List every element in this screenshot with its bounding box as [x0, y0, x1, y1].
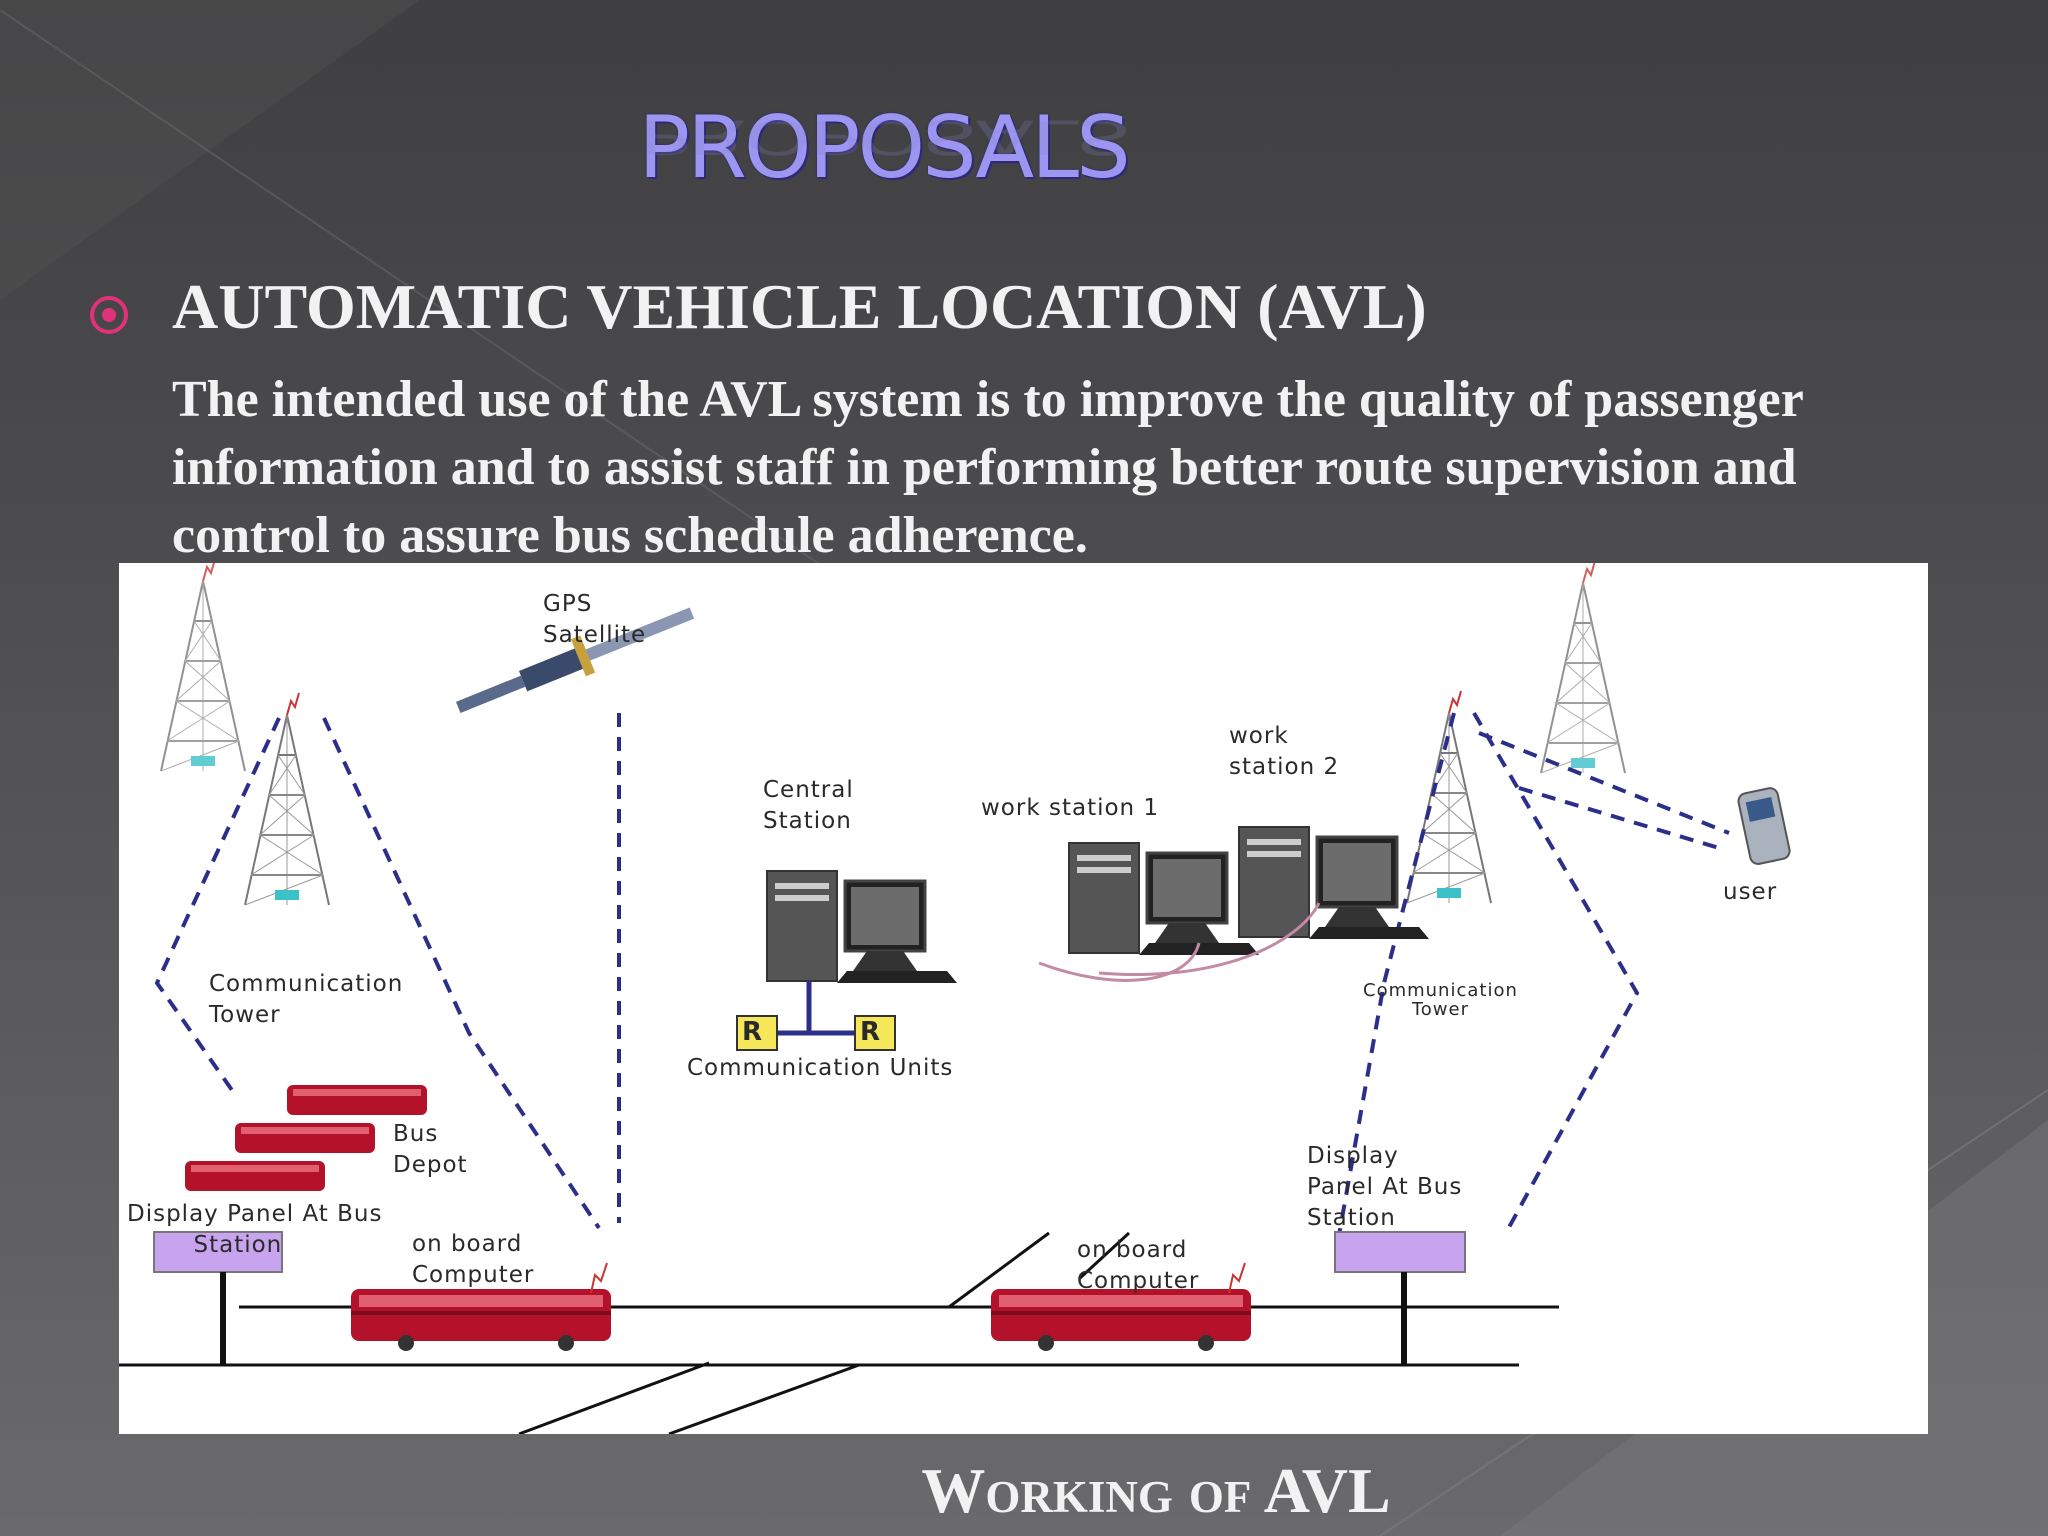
label-communication-units: Communication Units [687, 1055, 954, 1081]
label-communication-tower-right: Communication Tower [1363, 980, 1518, 1020]
label-display-panel-left: Display Panel At Bus Station [127, 1201, 383, 1258]
bullet-icon [90, 296, 128, 334]
diagram-graphics [119, 563, 1791, 1434]
label-work-station-2: work station 2 [1229, 723, 1340, 780]
label-display-panel-right: Display Panel At Bus Station [1307, 1143, 1463, 1231]
avl-diagram: GPS Satellite Central Station work stati… [119, 563, 1928, 1434]
label-work-station-1: work station 1 [981, 795, 1160, 821]
body-paragraph: The intended use of the AVL system is to… [172, 371, 1803, 564]
comm-unit-r-left: R [742, 1017, 764, 1047]
label-communication-tower-left: Communication Tower [209, 971, 404, 1028]
label-onboard-computer-right: on board Computer [1077, 1237, 1200, 1294]
slide-title: PROPOSALS [638, 98, 1130, 198]
comm-unit-r-right: R [860, 1017, 882, 1047]
label-user: user [1723, 879, 1778, 905]
label-onboard-computer-left: on board Computer [412, 1231, 535, 1288]
label-central-station: Central Station [763, 777, 854, 834]
label-bus-depot: Bus Depot [393, 1121, 468, 1178]
section-heading: AUTOMATIC VEHICLE LOCATION (AVL) [172, 271, 1427, 342]
label-gps-satellite: GPS Satellite [543, 591, 647, 648]
diagram-caption: Working of AVL [921, 1455, 1391, 1526]
